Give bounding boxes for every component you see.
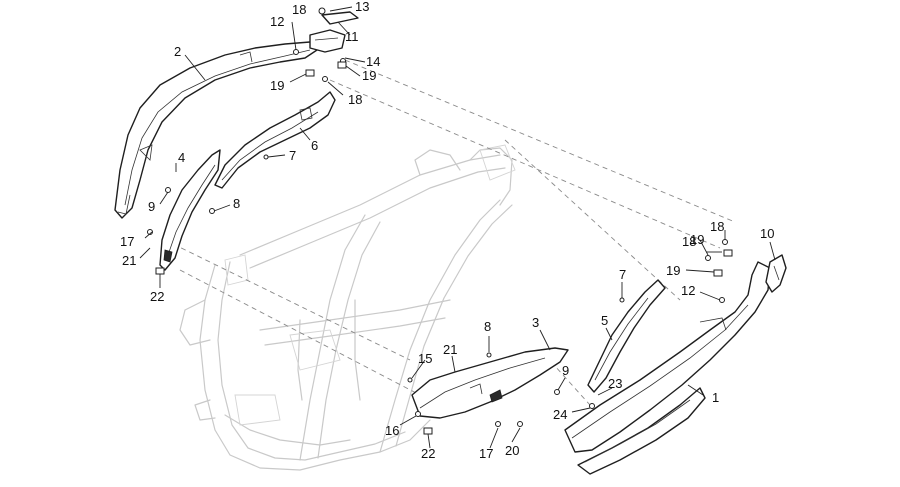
callout-21-center: 21 bbox=[443, 342, 457, 357]
callout-17-left: 17 bbox=[120, 234, 134, 249]
screw-7-right bbox=[619, 297, 625, 303]
screw-16 bbox=[415, 411, 421, 417]
callout-19-mid: 19 bbox=[362, 68, 376, 83]
screw-8-center bbox=[486, 352, 492, 358]
screw-18-right-a bbox=[722, 239, 728, 245]
callout-8-center: 8 bbox=[484, 319, 491, 334]
callout-4: 4 bbox=[178, 150, 185, 165]
callout-19-left: 19 bbox=[270, 78, 284, 93]
screw-17-left bbox=[147, 229, 153, 235]
screw-12-top bbox=[293, 49, 299, 55]
leader-lines bbox=[139, 6, 776, 449]
callout-14: 14 bbox=[366, 54, 380, 69]
callout-18-mid: 18 bbox=[348, 92, 362, 107]
screw-9-center bbox=[554, 389, 560, 395]
screw-9-left bbox=[165, 187, 171, 193]
callout-2: 2 bbox=[174, 44, 181, 59]
callout-9-left: 9 bbox=[148, 199, 155, 214]
callout-10: 10 bbox=[760, 226, 774, 241]
callout-9-center: 9 bbox=[562, 363, 569, 378]
part-6-side-trim bbox=[214, 91, 336, 189]
clip-22-center bbox=[423, 427, 433, 435]
screw-18-right-b bbox=[705, 255, 711, 261]
clip-22-left bbox=[155, 267, 165, 275]
callout-1: 1 bbox=[712, 390, 719, 405]
part-13-plate bbox=[321, 11, 359, 25]
callout-3: 3 bbox=[532, 315, 539, 330]
callout-18-right-b: 18 bbox=[710, 219, 724, 234]
part-4-lower-panel bbox=[159, 149, 221, 271]
screw-17-center bbox=[495, 421, 501, 427]
part-5-bracket bbox=[587, 279, 666, 393]
callout-19-right-a: 19 bbox=[690, 232, 704, 247]
callout-15: 15 bbox=[418, 351, 432, 366]
screw-12-right bbox=[719, 297, 725, 303]
callout-16: 16 bbox=[385, 423, 399, 438]
part-1-rear-cover bbox=[564, 261, 771, 475]
callout-18-top: 18 bbox=[292, 2, 306, 17]
callout-24: 24 bbox=[553, 407, 567, 422]
fasteners bbox=[147, 7, 733, 435]
callout-13: 13 bbox=[355, 0, 369, 14]
part-10-end-cap bbox=[765, 254, 787, 293]
callout-18-right-a: 18 bbox=[682, 234, 696, 249]
callout-23: 23 bbox=[608, 376, 622, 391]
assembly-guide-lines bbox=[164, 59, 736, 406]
part-3-lower-cover bbox=[411, 347, 569, 419]
callout-12-top: 12 bbox=[270, 14, 284, 29]
clip-19-a bbox=[305, 69, 315, 77]
callout-5: 5 bbox=[601, 313, 608, 328]
part-11-bracket bbox=[309, 29, 346, 53]
callout-19-right-b: 19 bbox=[666, 263, 680, 278]
part-2-upper-cover bbox=[114, 41, 321, 219]
screw-15 bbox=[407, 377, 413, 383]
callout-labels: 1 2 3 4 5 6 7 7 8 8 9 9 10 11 12 12 13 1… bbox=[120, 0, 774, 461]
screw-7-left bbox=[263, 154, 269, 160]
callout-11: 11 bbox=[345, 29, 359, 44]
callout-20: 20 bbox=[505, 443, 519, 458]
callout-7-right: 7 bbox=[619, 267, 626, 282]
callout-12-right: 12 bbox=[681, 283, 695, 298]
scooter-frame bbox=[179, 144, 516, 471]
callout-6: 6 bbox=[311, 138, 318, 153]
clip-19-right-a bbox=[723, 249, 733, 257]
callout-17-center: 17 bbox=[479, 446, 493, 461]
callout-8-left: 8 bbox=[233, 196, 240, 211]
clip-19-b bbox=[337, 61, 347, 69]
clip-19-right-b bbox=[713, 269, 723, 277]
callout-22-left: 22 bbox=[150, 289, 164, 304]
screw-24 bbox=[589, 403, 595, 409]
callout-7-left: 7 bbox=[289, 148, 296, 163]
callout-22-center: 22 bbox=[421, 446, 435, 461]
screw-20 bbox=[517, 421, 523, 427]
screw-18-top bbox=[318, 7, 326, 15]
callout-21-left: 21 bbox=[122, 253, 136, 268]
screw-18-mid bbox=[322, 76, 328, 82]
screw-8-left bbox=[209, 208, 215, 214]
